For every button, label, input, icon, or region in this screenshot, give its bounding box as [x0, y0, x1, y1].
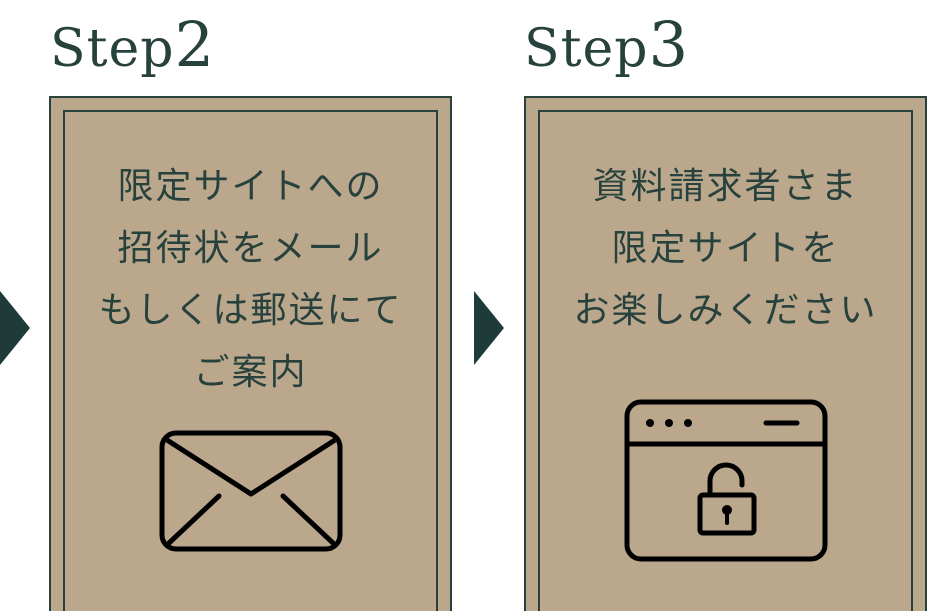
description-line: 資料請求者さま [592, 166, 859, 207]
step-word: Step [524, 19, 649, 79]
step-2-description: 限定サイトへの 招待状をメール もしくは郵送にて ご案内 [51, 156, 450, 404]
step-3-heading: Step3 [524, 14, 689, 76]
description-line: お楽しみください [573, 290, 878, 331]
arrow-right-icon [0, 291, 30, 365]
description-line: 招待状をメール [117, 228, 384, 269]
description-line: 限定サイトへの [117, 166, 384, 207]
card-inner-border [63, 110, 438, 611]
step-3-card: 資料請求者さま 限定サイトを お楽しみください [524, 96, 927, 611]
step-number: 3 [648, 8, 690, 81]
step-3-description: 資料請求者さま 限定サイトを お楽しみください [526, 156, 925, 342]
card-inner-border [538, 110, 913, 611]
browser-unlock-icon [624, 399, 828, 562]
mail-envelope-icon [159, 430, 343, 552]
description-line: 限定サイトを [611, 228, 840, 269]
arrow-right-icon [474, 291, 504, 365]
step-word: Step [50, 19, 175, 79]
step-2-heading: Step2 [50, 14, 215, 76]
description-line: もしくは郵送にて [98, 290, 403, 331]
step-number: 2 [174, 8, 216, 81]
step-2-card: 限定サイトへの 招待状をメール もしくは郵送にて ご案内 [49, 96, 452, 611]
description-line: ご案内 [193, 352, 308, 393]
